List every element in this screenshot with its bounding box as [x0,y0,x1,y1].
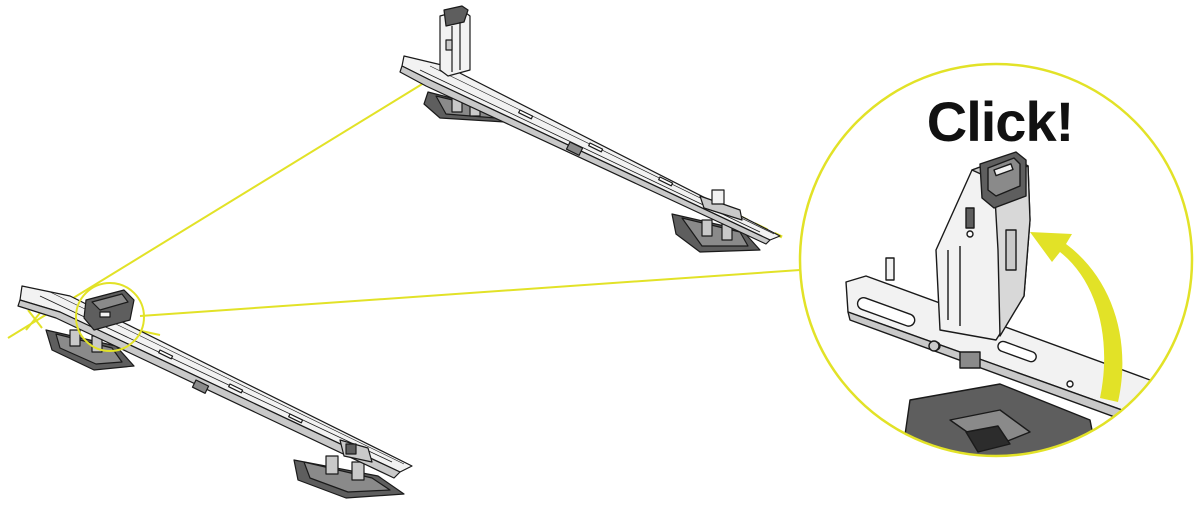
alignment-line-upper [7,77,433,339]
zoom-callout: Click! [798,62,1194,458]
front-end-latch [339,439,373,463]
front-foot-left [45,329,135,371]
front-rail-slots [158,349,304,424]
rear-rail-clip [565,141,584,156]
rear-latch-raised [439,5,471,77]
front-latch-folded [83,289,135,331]
click-label: Click! [927,90,1074,153]
front-rail-clip [191,379,210,394]
rear-rail-assembly [399,5,781,253]
curved-arrow-icon [1030,232,1123,402]
zoom-circle-outline [798,62,1194,458]
front-rail-assembly [17,285,413,499]
zoom-latch-raised [928,151,1031,352]
zoom-plate-tab [959,351,981,369]
rear-foot-right [671,213,761,253]
detail-circle-icon [75,282,145,352]
front-foot-right [293,455,405,499]
alignment-line-lower [139,269,801,317]
rear-end-bracket [699,189,743,221]
rear-rail-slots [518,109,674,187]
